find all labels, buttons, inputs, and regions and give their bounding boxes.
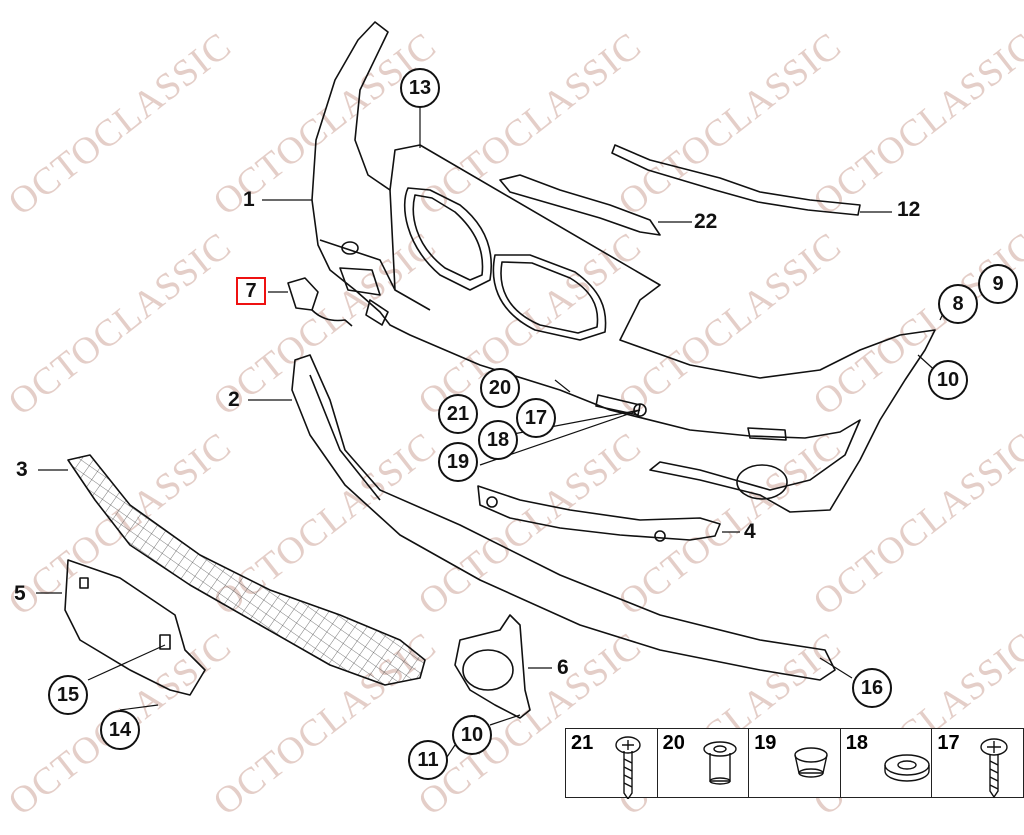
- callout-17: 17: [516, 398, 556, 438]
- part-label-6: 6: [557, 656, 569, 679]
- callout-9: 9: [978, 264, 1018, 304]
- legend-number: 18: [845, 732, 869, 754]
- washer-icon: [884, 754, 930, 782]
- legend-number: 19: [754, 732, 777, 754]
- callout-10: 10: [452, 715, 492, 755]
- bracket: [499, 174, 661, 236]
- legend-cell: 17: [932, 729, 1023, 799]
- fastener-legend: 21 20 19 18: [565, 728, 1024, 799]
- part-label-7-highlighted[interactable]: 7: [236, 277, 266, 305]
- spoiler-lip: [291, 354, 836, 681]
- part-label-1: 1: [243, 188, 255, 211]
- callout-15: 15: [48, 675, 88, 715]
- part-label-22: 22: [694, 210, 718, 233]
- trim-strip: [611, 144, 861, 216]
- callout-13: 13: [400, 68, 440, 108]
- bracket-7: [287, 277, 319, 311]
- callout-20: 20: [480, 368, 520, 408]
- clip-screw-icon: [980, 738, 1009, 799]
- license-plate-base: [64, 559, 206, 696]
- part-label-12: 12: [897, 198, 921, 221]
- legend-number: 21: [571, 732, 594, 754]
- bumper-cover: [311, 21, 936, 513]
- legend-cell: 19: [749, 729, 841, 797]
- legend-cell: 18: [841, 729, 933, 797]
- callout-8: 8: [938, 284, 978, 324]
- part-label-5: 5: [14, 582, 26, 605]
- part-label-2: 2: [228, 388, 240, 411]
- callout-21: 21: [438, 394, 478, 434]
- lower-trim: [477, 485, 721, 541]
- lower-grille: [67, 454, 426, 686]
- callout-10: 10: [928, 360, 968, 400]
- callout-18: 18: [478, 420, 518, 460]
- screw-icon: [615, 736, 641, 799]
- part-label-4: 4: [744, 520, 756, 543]
- legend-cell: 20: [658, 729, 750, 797]
- part-label-3: 3: [16, 458, 28, 481]
- legend-number: 17: [937, 732, 960, 754]
- callout-19: 19: [438, 442, 478, 482]
- legend-cell: 21: [566, 729, 658, 799]
- fog-light-cover: [454, 614, 531, 719]
- callout-16: 16: [852, 668, 892, 708]
- legend-number: 20: [662, 732, 685, 754]
- sleeve-icon: [702, 741, 737, 785]
- grommet-icon: [794, 747, 828, 778]
- callout-11: 11: [408, 740, 448, 780]
- callout-14: 14: [100, 710, 140, 750]
